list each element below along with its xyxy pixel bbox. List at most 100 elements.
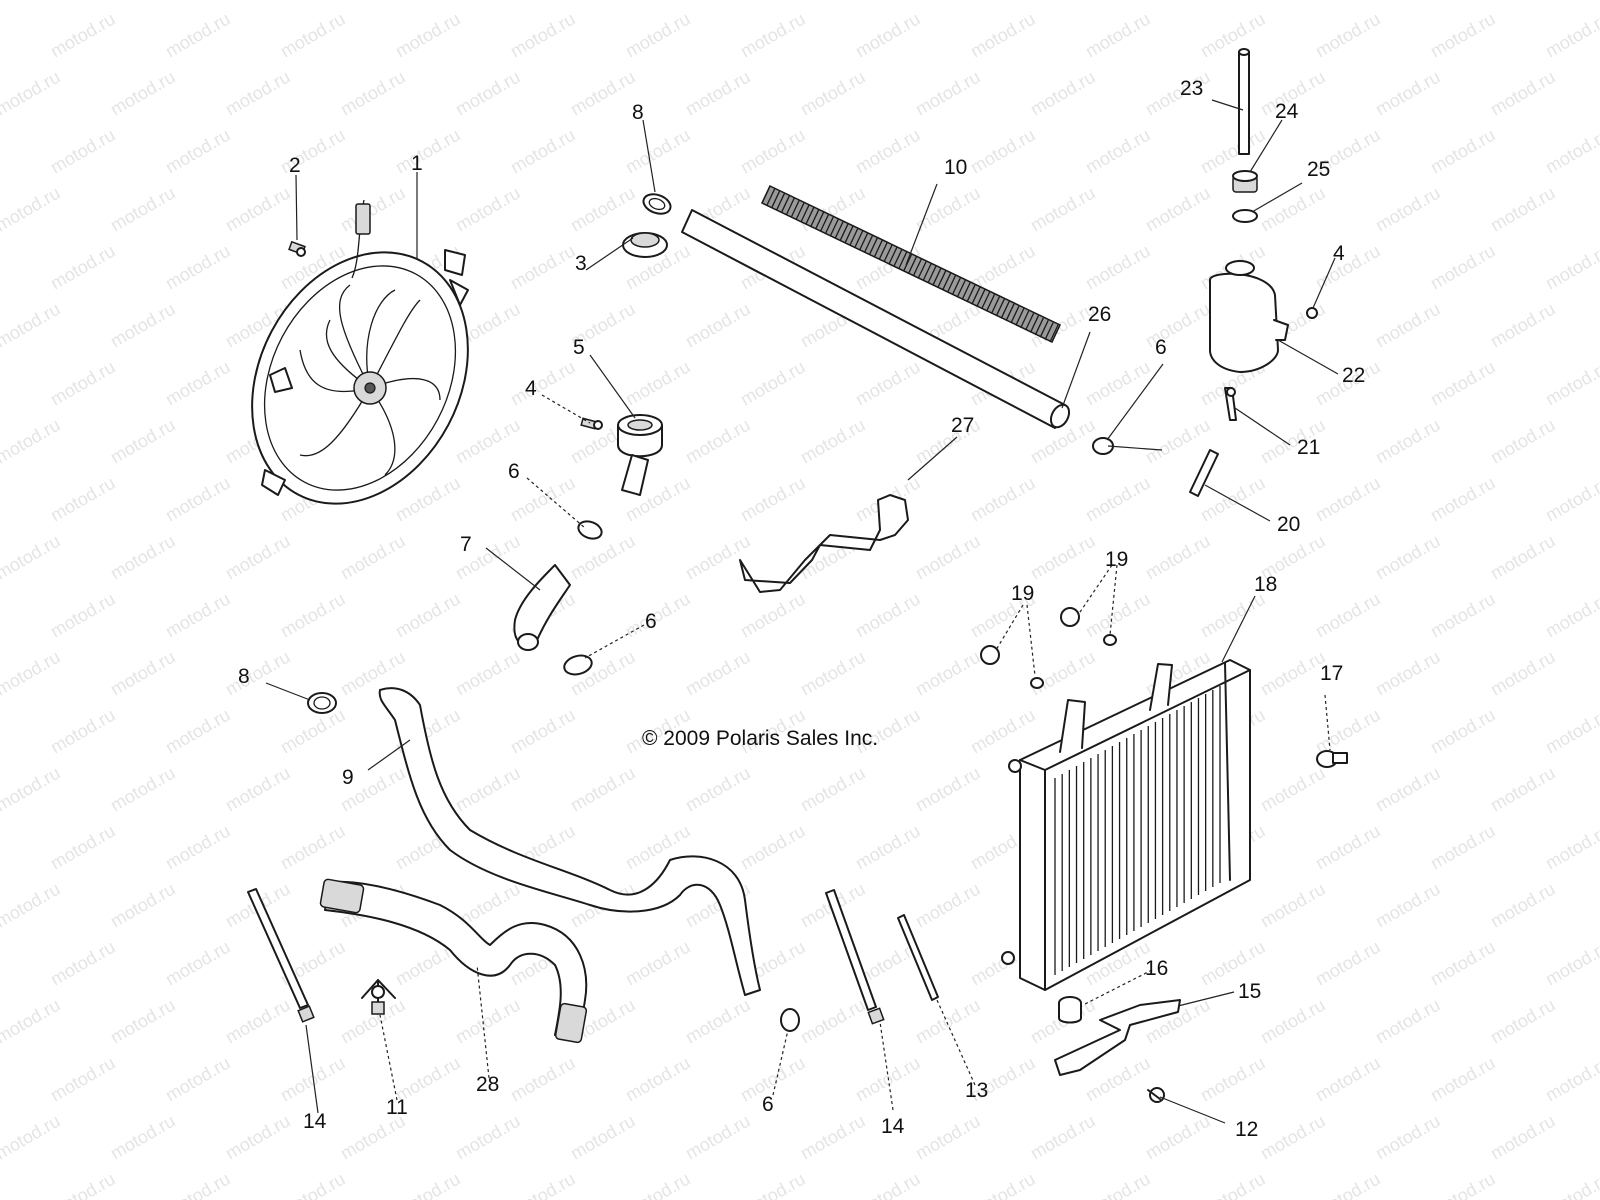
callout-6: 6 — [1155, 336, 1167, 359]
watermark-text: motod.ru — [1027, 67, 1099, 120]
grommet-19-b — [1060, 607, 1117, 646]
callout-25: 25 — [1307, 158, 1330, 181]
sleeve-rib — [961, 282, 971, 300]
watermark-text: motod.ru — [0, 183, 64, 236]
sleeve-rib — [771, 190, 781, 208]
watermark-text: motod.ru — [682, 299, 754, 352]
watermark-text: motod.ru — [1372, 531, 1444, 584]
watermark-text: motod.ru — [1487, 531, 1559, 584]
callout-22: 22 — [1342, 364, 1365, 387]
watermark-text: motod.ru — [107, 415, 179, 468]
watermark-text: motod.ru — [1542, 705, 1600, 758]
watermark-text: motod.ru — [162, 241, 234, 294]
sleeve-rib — [893, 249, 903, 267]
callout-19: 19 — [1105, 548, 1128, 571]
sleeve-rib — [1010, 305, 1020, 324]
clip-11 — [361, 979, 396, 1015]
sleeve-rib — [1029, 315, 1040, 333]
watermark-text: motod.ru — [682, 67, 754, 120]
clamp-8-left — [307, 692, 337, 714]
watermark-text: motod.ru — [1542, 357, 1600, 410]
watermark-text: motod.ru — [162, 821, 234, 874]
tube-26 — [681, 209, 1071, 429]
watermark-text: motod.ru — [1372, 1111, 1444, 1164]
watermark-text: motod.ru — [682, 995, 754, 1048]
watermark-text: motod.ru — [1142, 183, 1214, 236]
watermark-text: motod.ru — [1142, 531, 1214, 584]
watermark-text: motod.ru — [797, 647, 869, 700]
watermark-text: motod.ru — [452, 647, 524, 700]
sleeve-rib — [854, 230, 864, 249]
watermark-text: motod.ru — [1027, 0, 1099, 3]
watermark-text: motod.ru — [507, 1053, 579, 1106]
watermark-text: motod.ru — [1312, 937, 1384, 990]
callout-6: 6 — [645, 610, 657, 633]
callout-4: 4 — [1333, 242, 1345, 265]
watermark-text: motod.ru — [1312, 589, 1384, 642]
watermark-text: motod.ru — [622, 9, 694, 62]
callout-16: 16 — [1145, 957, 1168, 980]
copyright-notice: © 2009 Polaris Sales Inc. — [642, 727, 878, 750]
watermark-text: motod.ru — [47, 357, 119, 410]
watermark-text: motod.ru — [1487, 415, 1559, 468]
watermark-text: motod.ru — [0, 1169, 4, 1200]
watermark-text: motod.ru — [507, 9, 579, 62]
watermark-text: motod.ru — [107, 995, 179, 1048]
watermark-text: motod.ru — [1312, 473, 1384, 526]
callout-27: 27 — [951, 414, 974, 437]
watermark-text: motod.ru — [1372, 67, 1444, 120]
watermark-text: motod.ru — [1542, 9, 1600, 62]
watermark-text: motod.ru — [452, 0, 524, 3]
watermark-text: motod.ru — [1257, 1111, 1329, 1164]
watermark-text: motod.ru — [737, 357, 809, 410]
watermark-text: motod.ru — [1082, 125, 1154, 178]
watermark-text: motod.ru — [1082, 1169, 1154, 1200]
watermark-text: motod.ru — [107, 0, 179, 3]
callout-18: 18 — [1254, 573, 1277, 596]
sleeve-rib — [824, 216, 835, 234]
grommet-19-a — [980, 645, 1044, 689]
sleeve-rib — [883, 244, 893, 263]
watermark-text: motod.ru — [567, 183, 639, 236]
watermark-text: motod.ru — [277, 9, 349, 62]
watermark-text: motod.ru — [797, 67, 869, 120]
watermark-text: motod.ru — [1197, 9, 1269, 62]
watermark-text: motod.ru — [967, 125, 1039, 178]
sleeve-rib — [785, 197, 795, 216]
sleeve-rib — [776, 192, 786, 211]
watermark-text: motod.ru — [737, 473, 809, 526]
watermark-text: motod.ru — [1257, 183, 1329, 236]
watermark-text: motod.ru — [1027, 183, 1099, 236]
sleeve-rib — [790, 199, 800, 218]
callout-15: 15 — [1238, 980, 1261, 1003]
watermark-text: motod.ru — [1082, 473, 1154, 526]
sleeve-rib — [1039, 320, 1049, 338]
watermark-text: motod.ru — [1082, 9, 1154, 62]
watermark-text: motod.ru — [277, 821, 349, 874]
callout-24: 24 — [1275, 100, 1299, 123]
watermark-text: motod.ru — [682, 763, 754, 816]
watermark-text: motod.ru — [107, 1111, 179, 1164]
sleeve-rib — [1000, 301, 1010, 319]
watermark-text: motod.ru — [852, 589, 924, 642]
watermark-text: motod.ru — [622, 589, 694, 642]
watermark-text: motod.ru — [47, 9, 119, 62]
bracket-15 — [1054, 999, 1181, 1076]
watermark-text: motod.ru — [1542, 473, 1600, 526]
sleeve-rib — [1034, 317, 1044, 336]
watermark-text: motod.ru — [1487, 183, 1559, 236]
bolt-17 — [1316, 750, 1348, 768]
watermark-text: motod.ru — [47, 241, 119, 294]
watermark-text: motod.ru — [47, 473, 119, 526]
watermark-text: motod.ru — [682, 531, 754, 584]
watermark-text: motod.ru — [1142, 415, 1214, 468]
callout-4: 4 — [525, 377, 537, 400]
watermark-text: motod.ru — [222, 647, 294, 700]
watermark-text: motod.ru — [967, 473, 1039, 526]
watermark-text: motod.ru — [107, 763, 179, 816]
watermark-text: motod.ru — [1312, 821, 1384, 874]
tube-23 — [1238, 48, 1250, 155]
watermark-text: motod.ru — [0, 763, 64, 816]
callout-19: 19 — [1011, 582, 1034, 605]
callout-11: 11 — [386, 1096, 408, 1119]
